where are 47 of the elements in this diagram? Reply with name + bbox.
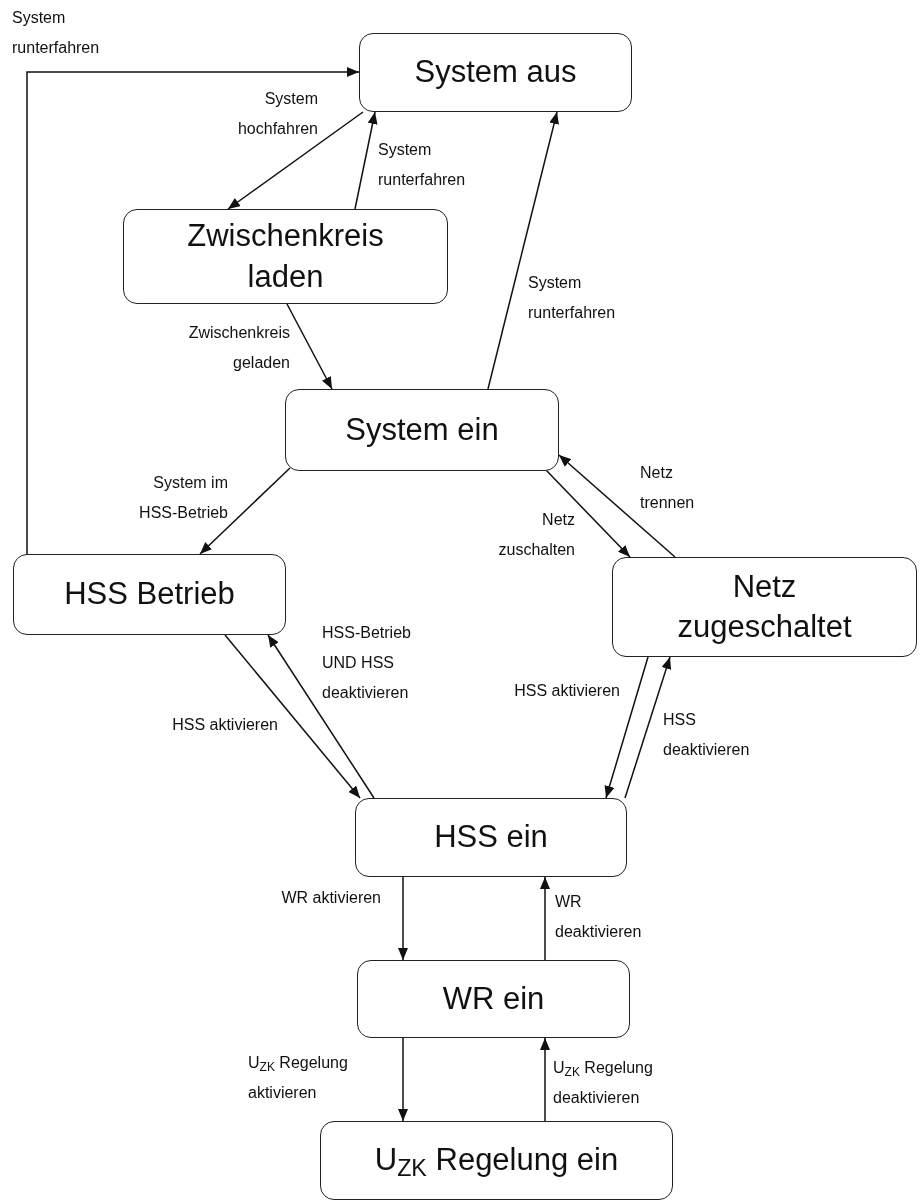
state-box bbox=[13, 554, 286, 635]
transition-arrow bbox=[487, 111, 559, 390]
transition-arrow bbox=[227, 111, 364, 210]
transition-arrow bbox=[199, 467, 291, 555]
state-name: Netz zugeschaltet bbox=[676, 567, 853, 646]
transition-arrow bbox=[398, 1037, 408, 1122]
state-box bbox=[359, 33, 632, 112]
state-box bbox=[357, 960, 630, 1038]
edge-label: HSS aktivieren bbox=[513, 681, 620, 701]
state-box bbox=[612, 557, 917, 657]
state-name: WR ein bbox=[442, 979, 545, 1018]
state-box bbox=[285, 389, 559, 471]
state-box bbox=[123, 209, 448, 304]
edge-label: System runterfahren bbox=[378, 140, 467, 190]
edge-label: System hochfahren bbox=[236, 89, 318, 139]
state-name: System aus bbox=[414, 53, 577, 92]
transition-arrow bbox=[540, 876, 550, 961]
transition-arrow bbox=[604, 656, 649, 799]
state-name: U$_{ZK}$ Regelung ein bbox=[374, 1141, 619, 1181]
transition-arrow bbox=[624, 656, 672, 799]
edge-label: WR deaktivieren bbox=[555, 892, 643, 942]
state-name: System ein bbox=[345, 410, 499, 449]
edge-label: HSS-Betrieb UND HSS deaktivieren bbox=[322, 623, 412, 703]
edge-label: HSS aktivieren bbox=[171, 715, 278, 735]
transition-arrow bbox=[267, 634, 375, 799]
transition-arrow bbox=[224, 634, 361, 799]
edge-label: Netz trennen bbox=[640, 463, 696, 513]
state-name: HSS Betrieb bbox=[64, 575, 235, 614]
state-name: Zwischenkreis laden bbox=[186, 217, 385, 296]
transition-arrow bbox=[398, 876, 408, 961]
edge-label: WR aktivieren bbox=[281, 888, 381, 908]
edge-label: System im HSS-Betrieb bbox=[138, 473, 228, 523]
state-box bbox=[355, 798, 627, 877]
edge-label: HSS deaktivieren bbox=[663, 710, 751, 760]
state-name: HSS ein bbox=[434, 818, 548, 857]
edge-label: Zwischenkreis geladen bbox=[187, 323, 290, 373]
edge-label: System runterfahren bbox=[528, 273, 617, 323]
transition-arrow bbox=[540, 1037, 550, 1122]
edge-label: U$_{ZK}$ Regelung deaktivieren bbox=[553, 1058, 654, 1108]
edge-label: U$_{ZK}$ Regelung aktivieren bbox=[248, 1053, 349, 1103]
edge-label: System runterfahren bbox=[12, 8, 101, 58]
transition-arrow bbox=[286, 303, 333, 390]
transition-arrow bbox=[354, 111, 378, 210]
edge-label: Netz zuschalten bbox=[497, 510, 575, 560]
state-box bbox=[320, 1121, 673, 1200]
transition-arrow bbox=[558, 454, 676, 558]
transition-arrow bbox=[26, 67, 360, 555]
